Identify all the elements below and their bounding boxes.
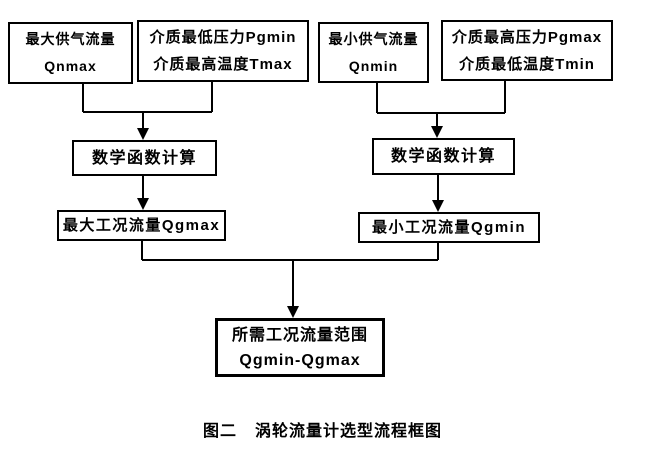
node-max-supply-flow: 最大供气流量 Qnmax [8, 22, 133, 84]
node-math-calc-right: 数学函数计算 [372, 138, 515, 175]
node-label: 所需工况流量范围 [231, 326, 368, 344]
arrowhead-icon [432, 200, 444, 212]
node-required-flow-range: 所需工况流量范围 Qgmin-Qgmax [215, 318, 385, 377]
right-top-merge-connector [376, 81, 506, 127]
figure-number: 图二 [202, 423, 237, 440]
node-label: 最小工况流量Qgmin [372, 219, 526, 236]
node-label: 介质最高温度Tmax [153, 56, 293, 73]
arrowhead-icon [137, 128, 149, 140]
node-label: 最小供气流量 [328, 30, 419, 47]
bottom-merge-connector [141, 241, 439, 307]
node-sublabel: Qnmax [44, 58, 97, 74]
figure-caption: 图二 涡轮流量计选型流程框图 [0, 417, 645, 441]
node-sublabel: Qnmin [348, 57, 399, 74]
node-label: 介质最低压力Pgmin [149, 29, 297, 46]
arrowhead-icon [287, 306, 299, 318]
node-label: 数学函数计算 [390, 148, 496, 165]
node-label: 数学函数计算 [91, 149, 197, 167]
arrowhead-icon [431, 126, 443, 138]
node-max-pressure-min-temp: 介质最高压力Pgmax 介质最低温度Tmin [441, 20, 613, 81]
node-label: 介质最高压力Pgmax [451, 28, 603, 46]
node-min-pressure-max-temp: 介质最低压力Pgmin 介质最高温度Tmax [137, 20, 309, 82]
left-top-merge-connector [82, 81, 213, 130]
node-min-supply-flow: 最小供气流量 Qnmin [318, 22, 429, 83]
node-label: 介质最低温度Tmin [459, 55, 595, 73]
node-label: 最大工况流量Qgmax [62, 217, 221, 234]
node-math-calc-left: 数学函数计算 [72, 140, 217, 176]
node-sublabel: Qgmin-Qgmax [239, 351, 361, 369]
node-min-working-flow: 最小工况流量Qgmin [358, 212, 540, 243]
node-max-working-flow: 最大工况流量Qgmax [57, 210, 226, 241]
figure-title: 涡轮流量计选型流程框图 [255, 423, 443, 440]
node-label: 最大供气流量 [25, 31, 116, 47]
arrowhead-icon [137, 198, 149, 210]
